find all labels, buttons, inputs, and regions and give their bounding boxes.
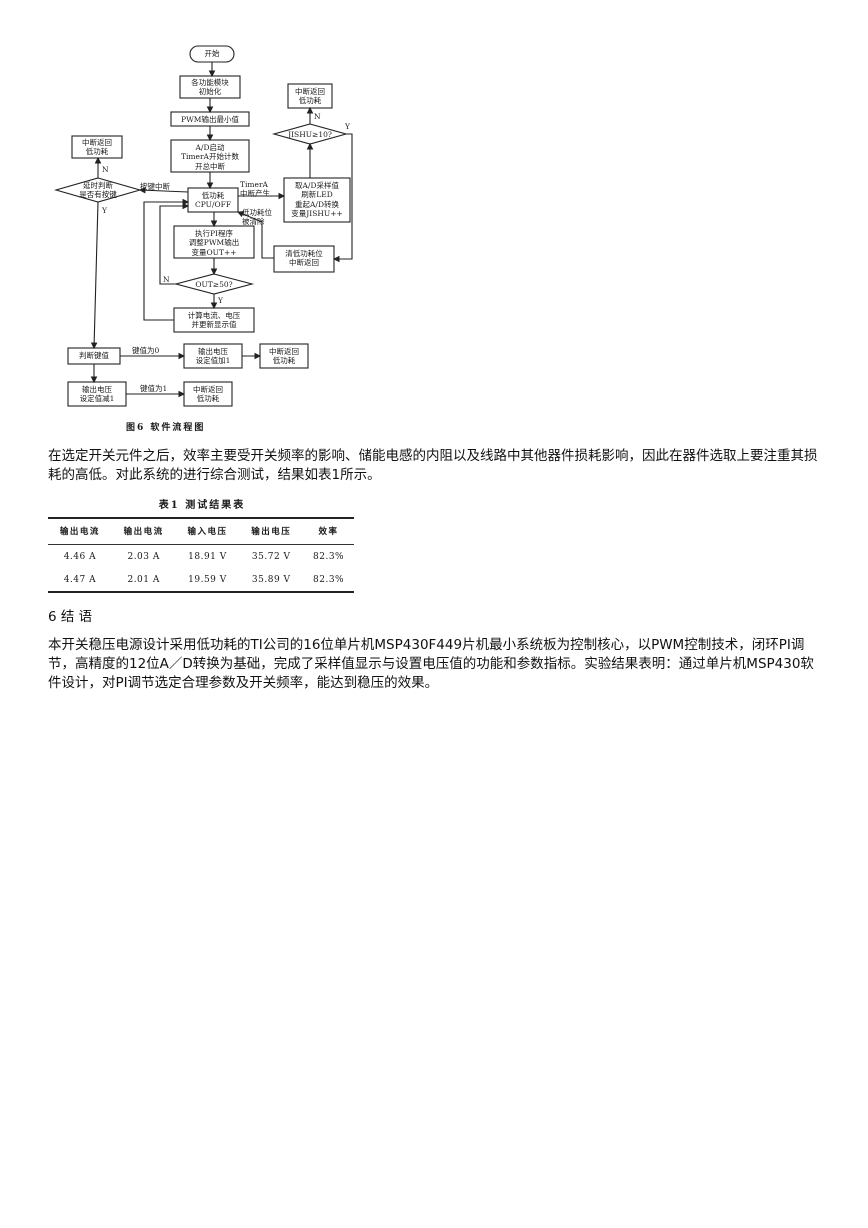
node-irq-return-bottom: 中断返回 低功耗 (193, 385, 223, 404)
node-out-dec-line: 设定值减1 (79, 394, 115, 404)
node-init-line: 各功能模块 (191, 78, 229, 87)
node-sample-line: 取A/D采样值 (295, 181, 339, 190)
edge-label-line: 中断产生 (240, 189, 270, 198)
table-header-cell: 输出电流 (111, 517, 176, 545)
flowchart-lines (53, 45, 353, 407)
table-title: 表1 测试结果表 (158, 500, 246, 511)
table-row: 4.47 A 2.01 A 19.59 V 35.89 V 82.3% (48, 568, 354, 593)
table-cell: 4.46 A (63, 552, 97, 562)
table-header-cell: 输出电压 (239, 517, 304, 545)
table-cell: 35.89 V (239, 568, 304, 593)
node-exec-pi-line: 执行PI程序 (194, 229, 233, 238)
node-delay-check-line: 延时判断 (83, 181, 113, 190)
node-sample: 取A/D采样值 刷新LED 重起A/D转换 变量JISHU++ (291, 181, 343, 219)
node-out-inc-line: 输出电压 (198, 347, 228, 356)
edge-label-key-irq: 按键中断 (140, 182, 170, 191)
node-start: 开始 (204, 49, 220, 58)
node-clear-lp-line: 中断返回 (289, 258, 319, 268)
table-cell: 18.91 V (188, 552, 227, 562)
node-irq-line: 低功耗 (272, 356, 296, 366)
node-irq-line: 低功耗 (196, 394, 220, 404)
node-irq-line: 低功耗 (85, 147, 109, 157)
node-exec-pi-line: 调整PWM输出 (188, 238, 240, 248)
node-sample-line: 重起A/D转换 (295, 199, 339, 209)
node-delay-check-line: 是否有按键 (79, 190, 117, 200)
node-sample-shape (283, 177, 351, 223)
edge-label-y-jishu: Y (345, 122, 350, 131)
table-cell: 19.59 V (175, 568, 240, 593)
node-calc: 计算电流、电压 并更新显示值 (188, 311, 241, 330)
table-header-cell: 输入电压 (175, 517, 240, 545)
node-ad-start-line: TimerA开始计数 (181, 152, 239, 162)
node-ad-start-line: 开总中断 (194, 161, 225, 171)
node-exec-pi: 执行PI程序 调整PWM输出 变量OUT++ (189, 229, 239, 257)
edge-label-y-delay: Y (102, 206, 107, 215)
section-heading: 6 结 语 (48, 609, 93, 625)
edge-label-n-jishu: N (314, 112, 321, 121)
flowchart-figure: 开始 各功能模块 初始化 PWM输出最小值 A/D启动 TimerA开始计数 开… (48, 36, 358, 436)
edge-label-y-out: Y (218, 296, 223, 305)
node-irq-return-mid: 中断返回 低功耗 (269, 347, 299, 366)
paragraph-efficiency: 在选定开关元件之后，效率主要受开关频率的影响、储能电感的内阻以及线路中其他器件损… (48, 448, 818, 483)
node-irq-line: 中断返回 (82, 138, 112, 147)
node-irq-line: 中断返回 (269, 347, 299, 356)
table-cell: 2.03 A (127, 552, 160, 562)
node-sample-line: 变量JISHU++ (291, 209, 343, 219)
node-clear-lp: 清低功耗位 中断返回 (285, 249, 323, 268)
node-low-power-line: 低功耗 (201, 191, 225, 200)
node-ad-start: A/D启动 TimerA开始计数 开总中断 (181, 143, 239, 171)
node-irq-line: 中断返回 (295, 87, 325, 96)
paragraph-conclusion: 本开关稳压电源设计采用低功耗的TI公司的16位单片机MSP430F449片机最小… (48, 637, 814, 691)
node-irq-line: 中断返回 (193, 385, 223, 394)
table-cell: 82.3% (303, 568, 354, 593)
edge-label-n-delay: N (102, 165, 109, 174)
node-irq-line: 低功耗 (298, 96, 322, 106)
edge-label-line: TimerA (240, 180, 268, 189)
node-ad-start-line: A/D启动 (195, 143, 225, 152)
table-header-row: 输出电流 输出电流 输入电压 输出电压 效率 (48, 517, 354, 545)
node-clear-lp-line: 清低功耗位 (285, 249, 323, 258)
edge-label-timer-irq: TimerA 中断产生 (240, 180, 270, 198)
node-out-inc: 输出电压 设定值加1 (196, 347, 231, 366)
node-calc-line: 并更新显示值 (191, 320, 237, 330)
node-delay-check: 延时判断 是否有按键 (79, 181, 117, 200)
figure-caption: 图6 软件流程图 (126, 423, 206, 433)
node-init-line: 初始化 (198, 87, 222, 97)
table-header-cell: 输出电流 (48, 517, 112, 545)
table-cell: 2.01 A (111, 568, 176, 593)
node-calc-line: 计算电流、电压 (187, 311, 241, 320)
edge-label-lp-cleared: 低功耗位 被清除 (242, 208, 272, 226)
results-table-block: 表1 测试结果表 输出电流 输出电流 输入电压 输出电压 效率 4.46 A 2… (48, 496, 356, 593)
table-row: 4.46 A 2.03 A 18.91 V 35.72 V 82.3% (48, 545, 354, 569)
node-out-inc-line: 设定值加1 (195, 356, 231, 366)
node-sample-line: 刷新LED (301, 190, 333, 200)
table-cell: 35.72 V (251, 552, 291, 562)
node-pwm-min: PWM输出最小值 (181, 115, 239, 124)
node-out-check: OUT≥50? (195, 280, 233, 289)
edge-label-n-out: N (163, 275, 170, 284)
node-out-dec-line: 输出电压 (82, 385, 112, 394)
node-irq-return-top-left: 中断返回 低功耗 (82, 138, 112, 157)
node-low-power: 低功耗 CPU/OFF (195, 191, 231, 210)
edge-label-line: 被清除 (242, 217, 265, 226)
table-cell: 82.3% (313, 552, 345, 562)
results-table: 输出电流 输出电流 输入电压 输出电压 效率 4.46 A 2.03 A 18.… (48, 517, 354, 593)
edge-label-line: 低功耗位 (242, 208, 272, 217)
node-out-dec: 输出电压 设定值减1 (80, 385, 115, 404)
node-judge-key: 判断键值 (79, 351, 109, 360)
edge-label-key0: 键值为0 (132, 346, 160, 355)
node-jishu-check: JISHU≥10? (288, 130, 332, 139)
node-exec-pi-line: 变量OUT++ (191, 247, 237, 257)
node-init: 各功能模块 初始化 (191, 78, 229, 97)
node-low-power-line: CPU/OFF (194, 200, 232, 210)
table-cell: 4.47 A (48, 568, 112, 593)
node-irq-return-top-right: 中断返回 低功耗 (295, 87, 325, 106)
table-header-cell: 效率 (303, 517, 354, 545)
edge-label-key1: 键值为1 (140, 384, 168, 393)
